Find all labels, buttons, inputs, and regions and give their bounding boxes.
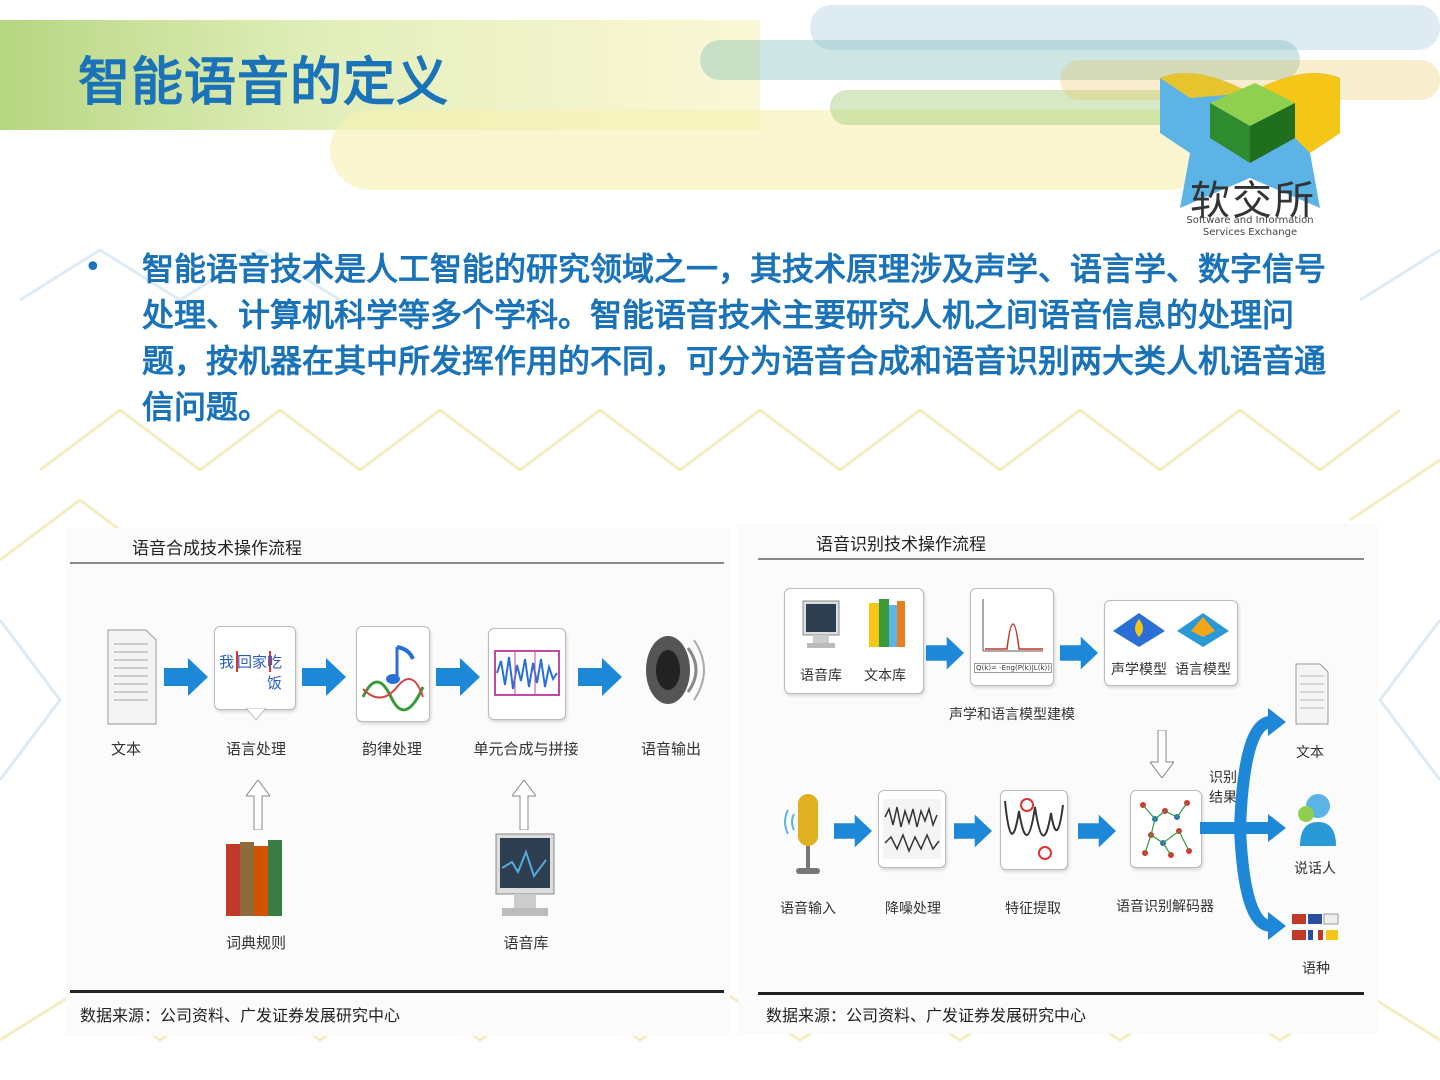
- step-label-output: 语音输出: [626, 738, 716, 759]
- models-box: 声学模型 语言模型: [1104, 600, 1238, 686]
- chip-wo: 我: [219, 651, 238, 672]
- recognition-top-rule: [758, 558, 1364, 560]
- folders-icon: [867, 597, 907, 649]
- database-box: 语音库 文本库: [784, 588, 924, 694]
- logo-subtitle: Software and Information Services Exchan…: [1180, 215, 1320, 239]
- output-label-language: 语种: [1294, 958, 1338, 978]
- distribution-curve-icon: [977, 595, 1047, 657]
- synthesis-panel: 语音合成技术操作流程 我 回家 吃饭: [66, 528, 730, 1036]
- feature-curve-icon: [1001, 791, 1067, 869]
- arrow-icon: [436, 658, 480, 696]
- noise-reduction-box: [878, 790, 946, 868]
- user-icon: [1294, 792, 1336, 848]
- recognition-bottom-rule: [758, 992, 1364, 995]
- recognition-title: 语音识别技术操作流程: [816, 530, 986, 555]
- model-building-label: 声学和语言模型建模: [944, 704, 1080, 724]
- step-label-voice-input: 语音输入: [768, 898, 848, 918]
- document-icon: [1294, 662, 1330, 726]
- language-processing-box: 我 回家 吃饭: [214, 626, 296, 710]
- decoder-network-icon: [1131, 791, 1201, 867]
- microphone-icon: [782, 786, 828, 882]
- up-arrow-icon: [512, 780, 536, 830]
- step-label-feature: 特征提取: [988, 898, 1078, 918]
- language-model-icon: [1175, 609, 1231, 649]
- recognition-source: 数据来源：公司资料、广发证券发展研究中心: [766, 1002, 1086, 1026]
- unit-synthesis-box: [488, 628, 566, 720]
- input-label-dictionary: 词典规则: [206, 932, 306, 953]
- flags-icon: [1290, 912, 1340, 950]
- output-label-speaker: 说话人: [1282, 858, 1348, 878]
- arrow-icon: [164, 658, 208, 696]
- up-arrow-icon: [246, 780, 270, 830]
- step-label-unit: 单元合成与拼接: [466, 738, 586, 759]
- arrow-icon: [1060, 636, 1098, 670]
- body-paragraph: 智能语音技术是人工智能的研究领域之一，其技术原理涉及声学、语言学、数字信号处理、…: [142, 246, 1342, 430]
- text-db-label: 文本库: [855, 665, 915, 685]
- step-label-language: 语言处理: [206, 738, 306, 759]
- prosody-box: [356, 626, 430, 722]
- arrow-icon: [1078, 814, 1116, 848]
- waveform-icon: [489, 629, 565, 719]
- input-label-voice-db: 语音库: [476, 932, 576, 953]
- recognition-panel: 语音识别技术操作流程 语音库 文本库 Q(k)= -Eng(P(k)|L(k))…: [738, 524, 1378, 1034]
- decoder-box: [1130, 790, 1202, 868]
- music-note-icon: [357, 627, 429, 721]
- formula: Q(k)= -Eng(P(k)|L(k)): [974, 663, 1052, 673]
- step-label-prosody: 韵律处理: [342, 738, 442, 759]
- voice-db-label: 语音库: [791, 665, 851, 685]
- speaker-icon: [638, 628, 708, 712]
- noise-waveform-icon: [879, 791, 945, 867]
- model-building-box: Q(k)= -Eng(P(k)|L(k)): [970, 588, 1054, 686]
- output-label-text: 文本: [1288, 742, 1332, 762]
- step-label-text: 文本: [96, 738, 156, 759]
- arrow-icon: [954, 814, 992, 848]
- arrow-icon: [926, 636, 964, 670]
- monitor-icon: [801, 599, 841, 649]
- acoustic-model-label: 声学模型: [1107, 659, 1171, 679]
- arrow-icon: [834, 814, 872, 848]
- chip-chifan: 吃饭: [267, 651, 295, 693]
- branch-arrow-icon: [1200, 700, 1286, 940]
- chip-huijia: 回家: [237, 651, 271, 672]
- feature-extraction-box: [1000, 790, 1068, 870]
- arrow-icon: [578, 658, 622, 696]
- books-icon: [224, 838, 284, 918]
- speech-bubble-tail-icon: [246, 708, 266, 722]
- document-icon: [106, 628, 158, 726]
- synthesis-title: 语音合成技术操作流程: [132, 534, 302, 559]
- synthesis-top-rule: [70, 562, 724, 564]
- bullet-icon: •: [84, 250, 102, 285]
- language-model-label: 语言模型: [1171, 659, 1235, 679]
- slide-title: 智能语音的定义: [78, 40, 449, 115]
- arrow-icon: [302, 658, 346, 696]
- acoustic-model-icon: [1111, 609, 1167, 649]
- down-arrow-icon: [1150, 730, 1174, 778]
- step-label-noise: 降噪处理: [868, 898, 958, 918]
- monitor-icon: [494, 832, 556, 920]
- synthesis-bottom-rule: [70, 990, 724, 993]
- synthesis-source: 数据来源：公司资料、广发证券发展研究中心: [80, 1002, 400, 1026]
